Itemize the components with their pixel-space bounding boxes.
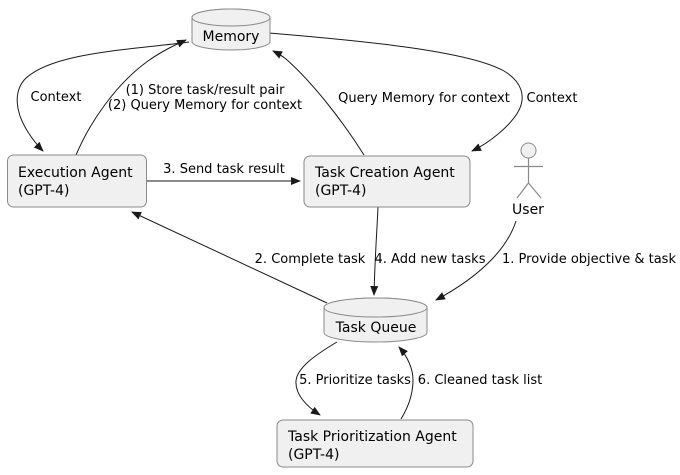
- node-task-queue: Task Queue: [323, 297, 428, 343]
- edge-query-memory-arrow: [272, 50, 365, 156]
- memory-label: Memory: [203, 29, 260, 45]
- user-actor-body: [514, 158, 543, 199]
- task-prioritization-agent-sublabel: (GPT-4): [288, 447, 339, 463]
- execution-agent-sublabel: (GPT-4): [18, 183, 69, 199]
- node-task-prioritization-agent: Task Prioritization Agent (GPT-4): [276, 419, 474, 468]
- edge-context-right-arrow: [268, 32, 523, 152]
- store-query-label-line2: (2) Query Memory for context: [108, 98, 302, 113]
- edge-provide-objective-arrow: [435, 220, 517, 301]
- task-queue-cylinder-top: [323, 297, 428, 318]
- prioritize-tasks-label: 5. Prioritize tasks: [299, 373, 411, 388]
- edge-add-new-tasks-arrow: [370, 206, 379, 296]
- user-actor-head: [520, 142, 537, 159]
- task-creation-agent-label: Task Creation Agent: [314, 165, 455, 181]
- edge-prioritize-tasks-arrow: [295, 341, 338, 416]
- add-new-tasks-label: 4. Add new tasks: [375, 252, 486, 267]
- memory-cylinder-top: [191, 8, 271, 27]
- context-right-label: Context: [527, 91, 578, 106]
- execution-agent-label: Execution Agent: [18, 165, 133, 181]
- provide-objective-label: 1. Provide objective & task: [502, 252, 676, 267]
- complete-task-label: 2. Complete task: [255, 252, 366, 267]
- send-task-result-label: 3. Send task result: [163, 162, 285, 177]
- node-execution-agent: Execution Agent (GPT-4): [7, 154, 147, 208]
- task-queue-label: Task Queue: [335, 320, 417, 336]
- edge-store-query-arrow: [75, 39, 187, 156]
- execution-agent-box: [7, 154, 147, 208]
- query-memory-label: Query Memory for context: [338, 91, 510, 106]
- edge-context-left-arrow: [16, 41, 190, 152]
- task-prioritization-agent-box: [276, 419, 474, 468]
- edge-complete-task-arrow: [131, 211, 328, 304]
- task-prioritization-agent-label: Task Prioritization Agent: [287, 429, 457, 445]
- task-creation-agent-box: [303, 155, 471, 208]
- edge-label-group: Context (1) Store task/result pair (2) Q…: [31, 83, 677, 388]
- node-memory: Memory: [191, 8, 271, 51]
- cleaned-task-list-label: 6. Cleaned task list: [418, 373, 542, 388]
- edge-cleaned-task-list-arrow: [398, 346, 414, 420]
- store-query-label-line1: (1) Store task/result pair: [126, 83, 286, 98]
- user-label: User: [512, 202, 544, 218]
- node-task-creation-agent: Task Creation Agent (GPT-4): [303, 155, 471, 208]
- edge-group: [16, 32, 523, 420]
- context-left-label: Context: [31, 90, 82, 105]
- task-creation-agent-sublabel: (GPT-4): [315, 183, 366, 199]
- node-user: User: [512, 142, 544, 218]
